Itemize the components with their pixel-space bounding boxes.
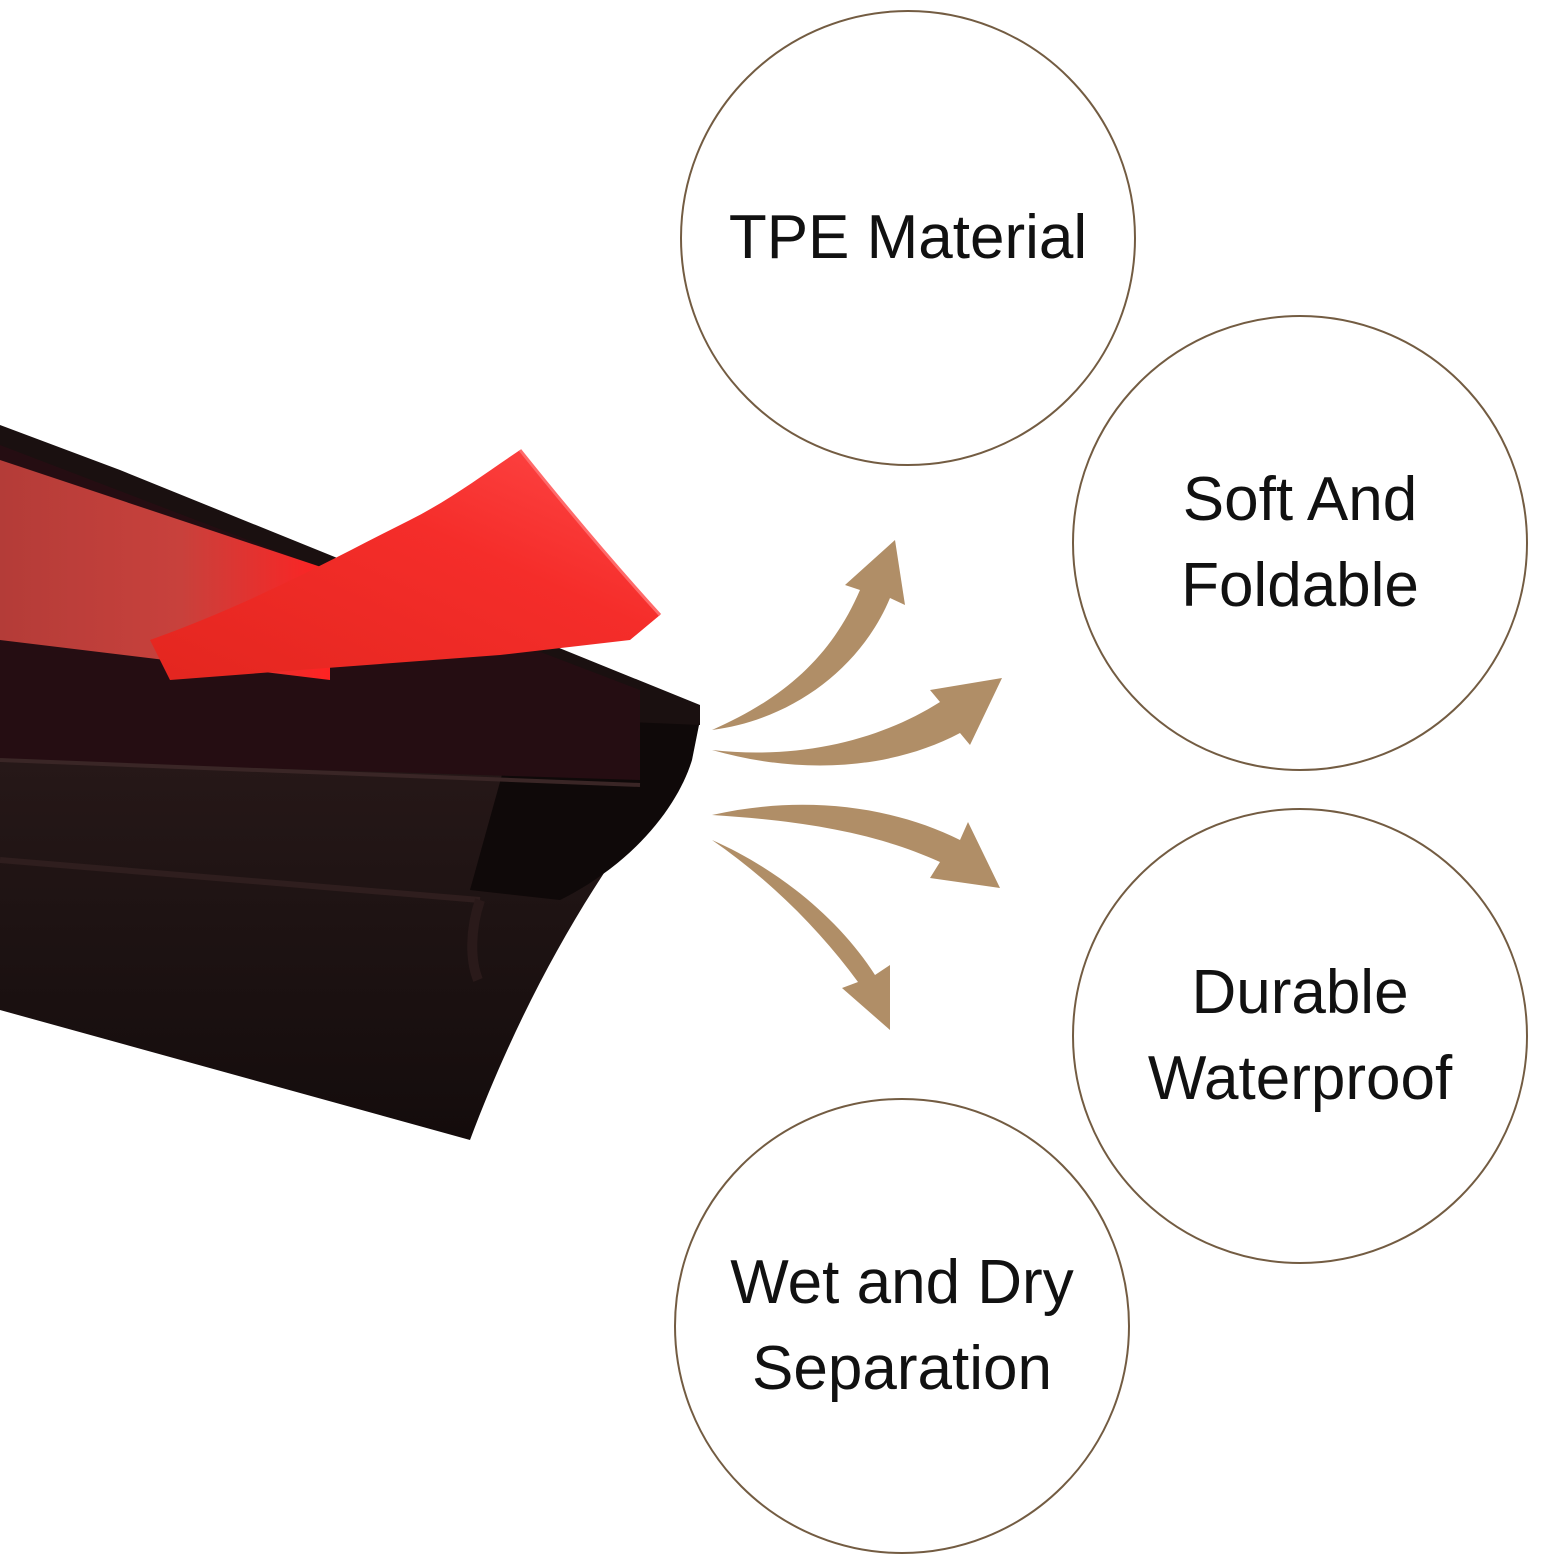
feature-label: TPE Material [728, 203, 1088, 272]
feature-label: Durable [1191, 958, 1409, 1027]
strip-ridge [467, 898, 485, 982]
feature-wet-dry-separation: Wet and Dry Separation [674, 1098, 1130, 1554]
arrow-right-down-icon [712, 804, 1000, 888]
feature-label: Separation [752, 1334, 1052, 1403]
feature-tpe-material: TPE Material [680, 10, 1136, 466]
peeled-red-flap-edge [518, 449, 662, 617]
feature-durable-waterproof: Durable Waterproof [1072, 808, 1528, 1264]
feature-label: Wet and Dry [730, 1248, 1074, 1317]
feature-label: Foldable [1181, 551, 1419, 620]
feature-label: Soft And [1182, 465, 1418, 534]
feature-label: Waterproof [1147, 1044, 1453, 1113]
peeled-red-flap [150, 450, 660, 680]
arrow-right-up-icon [712, 678, 1002, 766]
arrow-down-right-icon [712, 840, 890, 1030]
feature-soft-foldable: Soft And Foldable [1072, 315, 1528, 771]
strip-groove-line [0, 857, 481, 903]
arrow-up-right-icon [712, 540, 905, 730]
strip-groove-line [0, 758, 641, 787]
